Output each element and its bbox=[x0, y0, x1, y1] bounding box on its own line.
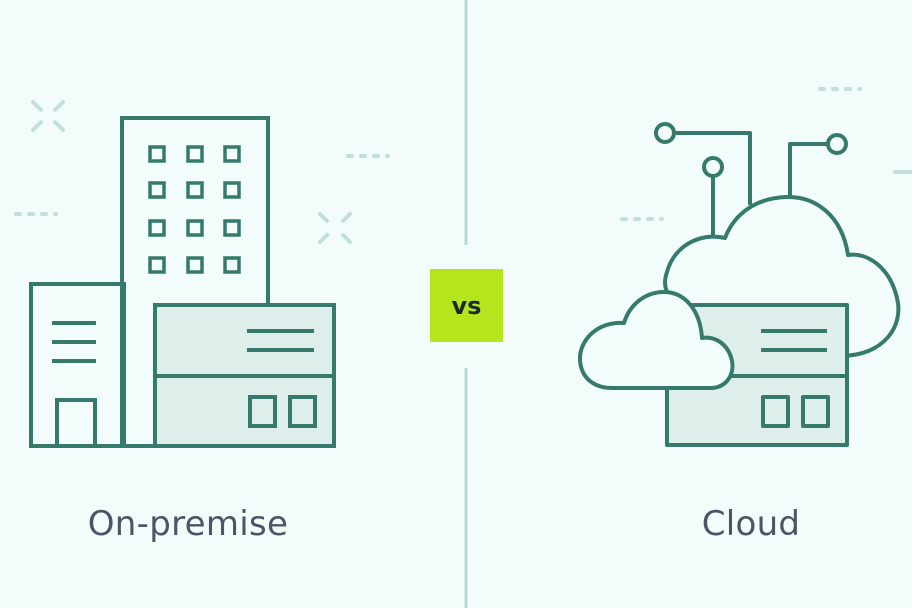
connector-node-icon bbox=[702, 156, 724, 178]
connector-line bbox=[676, 131, 752, 205]
cloud-label: Cloud bbox=[701, 504, 801, 544]
connector-node-icon bbox=[654, 122, 676, 144]
cloud-illustration bbox=[577, 122, 901, 447]
on-premise-buildings bbox=[29, 116, 336, 448]
vs-badge: vs bbox=[430, 269, 503, 342]
server-drive-icon bbox=[248, 395, 277, 428]
on-premise-label: On-premise bbox=[87, 504, 289, 544]
server-block-left bbox=[153, 303, 336, 448]
dotted-dash bbox=[14, 87, 862, 221]
network-connectors bbox=[654, 122, 848, 245]
server-drive-icon bbox=[761, 395, 790, 428]
server-drive-icon bbox=[801, 395, 830, 428]
tower-windows bbox=[148, 145, 241, 274]
sparkle-icon bbox=[31, 100, 65, 132]
server-drive-icon bbox=[288, 395, 317, 428]
small-building bbox=[29, 282, 126, 448]
connector-line bbox=[788, 142, 827, 198]
small-cloud-icon bbox=[577, 290, 735, 390]
connector-node-icon bbox=[826, 133, 848, 155]
building-door bbox=[55, 398, 97, 448]
sparkle-icon bbox=[318, 212, 352, 244]
decorative-marks bbox=[14, 87, 912, 244]
small-building-window-lines bbox=[52, 321, 96, 363]
